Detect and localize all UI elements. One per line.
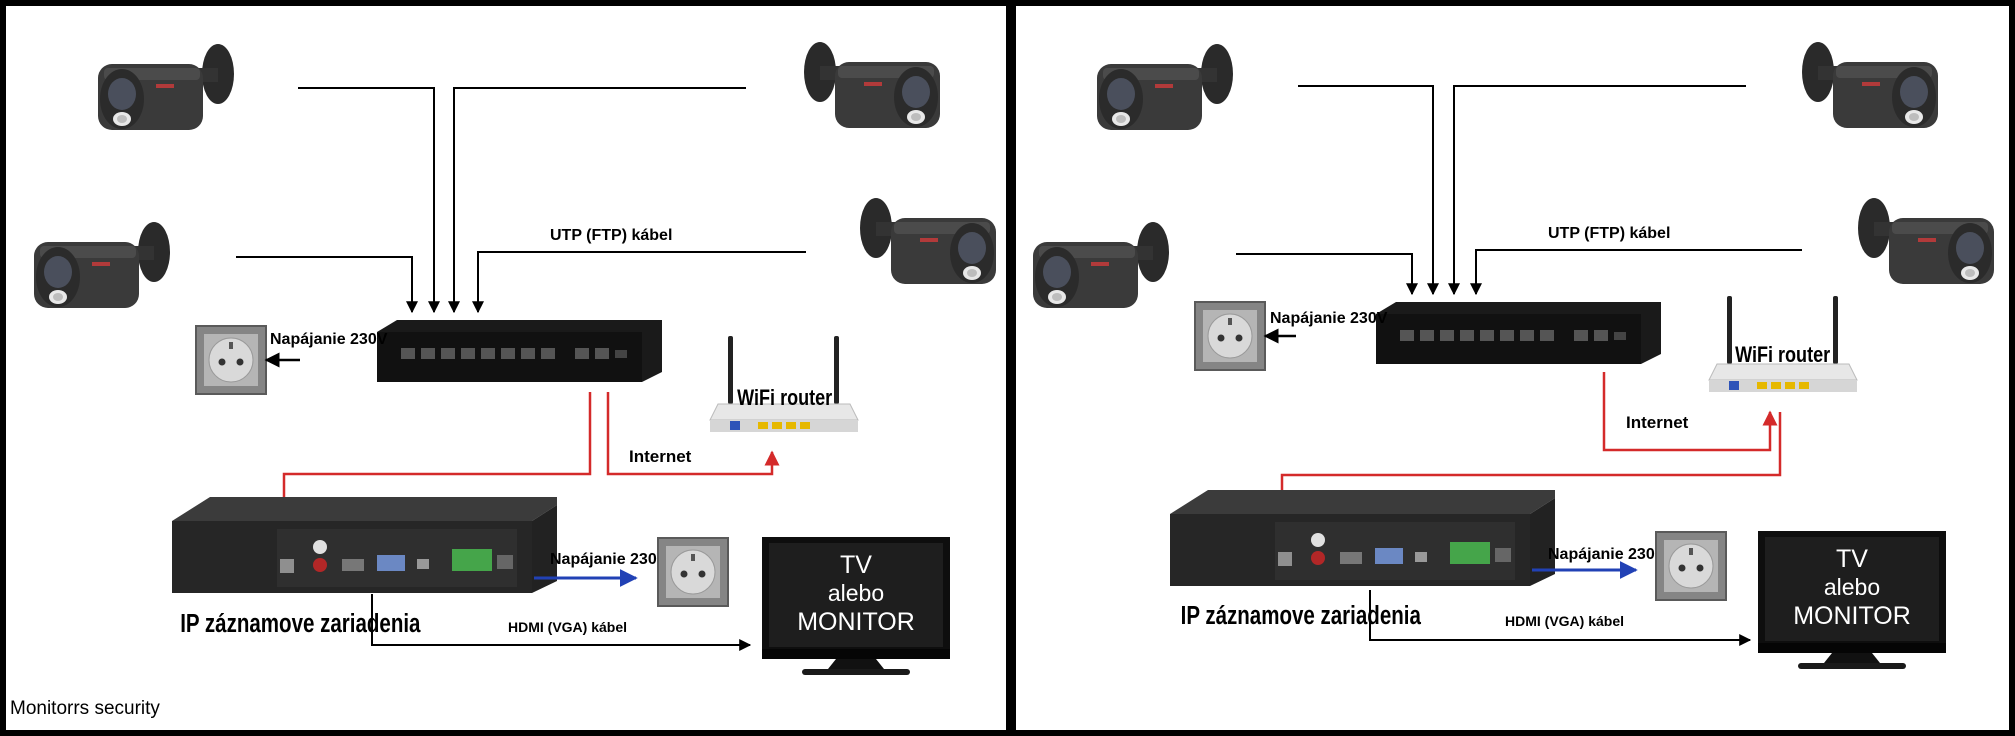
power-label-nvr-r: Napájanie 230V [1548, 546, 1666, 563]
right-panel-frame [1010, 0, 2015, 736]
hdmi-cable [371, 594, 752, 651]
camera-top-right [804, 42, 940, 128]
image-caption: Monitorrs security [10, 698, 160, 719]
diagram-panel-left: UTP (FTP) kábel Napájanie 230V WiFi rout… [34, 42, 996, 675]
camera-top-left [98, 44, 234, 130]
power-label-switch: Napájanie 230V [270, 331, 388, 348]
power-label-switch-r: Napájanie 230V [1270, 310, 1388, 327]
nvr-recorder [172, 497, 557, 593]
wifi-router-label-r: WiFi router [1735, 343, 1830, 367]
tv-line-3-r: MONITOR [1793, 602, 1911, 630]
hdmi-cable-r [1369, 590, 1752, 646]
utp-cables-r [1236, 85, 1802, 296]
camera-mid-left [34, 222, 170, 308]
power-socket-nvr-r [1655, 531, 1727, 601]
nvr-label: IP záznamove zariadenia [180, 609, 421, 638]
red-link-switch-router [606, 392, 780, 476]
diagram-panel-right: UTP (FTP) kábel Napájanie 230V WiFi rout… [1033, 42, 1994, 669]
tv-line-2: alebo [828, 580, 884, 606]
tv-line-3: MONITOR [797, 608, 915, 636]
wifi-router-label: WiFi router [737, 386, 832, 410]
camera-top-right-r [1802, 42, 1938, 128]
tv-line-1: TV [840, 551, 872, 579]
wifi-router [709, 335, 859, 433]
utp-cables [236, 87, 806, 314]
hdmi-cable-label-r: HDMI (VGA) kábel [1505, 613, 1624, 629]
power-label-nvr: Napájanie 230V [550, 551, 668, 568]
hdmi-cable-label: HDMI (VGA) kábel [508, 619, 627, 635]
left-panel-frame [0, 0, 1012, 736]
camera-top-left-r [1097, 44, 1233, 130]
camera-mid-right-r [1858, 198, 1994, 284]
utp-cable-label-r: UTP (FTP) kábel [1548, 225, 1670, 242]
camera-mid-left-r [1033, 222, 1169, 308]
poe-switch-r [1376, 302, 1661, 364]
power-socket-switch [195, 325, 267, 395]
nvr-recorder-r [1170, 490, 1555, 586]
utp-cable-label: UTP (FTP) kábel [550, 227, 672, 244]
tv-line-2-r: alebo [1824, 574, 1880, 600]
internet-label: Internet [629, 447, 692, 466]
poe-switch [377, 320, 662, 382]
power-socket-nvr [657, 537, 729, 607]
nvr-label-r: IP záznamove zariadenia [1181, 601, 1422, 630]
power-socket-switch-r [1194, 301, 1266, 371]
camera-mid-right [860, 198, 996, 284]
red-link-router-switch-r [1602, 372, 1778, 452]
internet-label-r: Internet [1626, 413, 1689, 432]
tv-line-1-r: TV [1836, 545, 1868, 573]
